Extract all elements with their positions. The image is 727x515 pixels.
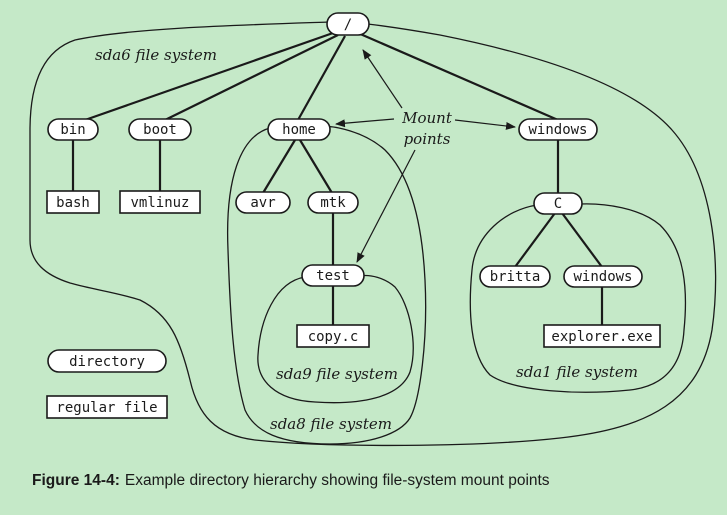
legend-regular-file-label: regular file	[56, 400, 157, 416]
legend-directory-label: directory	[69, 354, 145, 370]
file-vmlinuz-label: vmlinuz	[130, 195, 189, 211]
directory-boot: boot	[128, 118, 192, 141]
directory-test: test	[301, 264, 365, 287]
directory-mtk: mtk	[307, 191, 359, 214]
edge-root-bin	[84, 31, 334, 122]
file-bash-label: bash	[56, 195, 90, 211]
legend-regular-file: regular file	[46, 395, 168, 419]
directory-windows: windows	[518, 118, 598, 141]
edge-root-home	[297, 35, 346, 121]
edge-root-windows	[357, 31, 559, 122]
arrow-to-root	[362, 49, 403, 109]
sda9-label: sda9 file system	[276, 365, 398, 383]
directory-britta: britta	[479, 265, 551, 288]
file-explorer-exe-label: explorer.exe	[551, 329, 652, 345]
directory-c-label: C	[554, 196, 562, 212]
directory-boot-label: boot	[143, 122, 177, 138]
arrow-to-windows	[454, 119, 516, 130]
directory-bin-label: bin	[60, 122, 85, 138]
directory-windows-sub: windows	[563, 265, 643, 288]
mount-points-line2: points	[404, 130, 451, 148]
edge-c-britta	[514, 212, 556, 268]
edge-c-windows	[561, 212, 603, 268]
mount-point-arrows	[335, 49, 516, 263]
sda1-label: sda1 file system	[516, 363, 638, 381]
directory-windows-sub-label: windows	[573, 269, 632, 285]
mount-points-line1: Mount	[401, 109, 453, 127]
file-copy-c-label: copy.c	[308, 329, 359, 345]
legend-directory: directory	[47, 349, 167, 373]
sda8-boundary	[226, 125, 427, 445]
sda9-boundary	[257, 274, 414, 404]
directory-britta-label: britta	[490, 269, 541, 285]
tree-edges	[71, 31, 604, 326]
edge-home-mtk	[299, 139, 333, 194]
arrow-to-home	[335, 118, 395, 128]
directory-home: home	[267, 118, 331, 141]
file-vmlinuz: vmlinuz	[119, 190, 201, 214]
file-copy-c: copy.c	[296, 324, 370, 348]
caption-label: Figure 14-4:	[32, 472, 120, 489]
directory-bin: bin	[47, 118, 99, 141]
directory-avr-label: avr	[250, 195, 275, 211]
directory-mtk-label: mtk	[320, 195, 346, 211]
figure-caption: Figure 14-4: Example directory hierarchy …	[32, 472, 550, 489]
directory-home-label: home	[282, 122, 316, 138]
edge-home-avr	[262, 139, 296, 194]
directory-test-label: test	[316, 268, 350, 284]
directory-root: /	[326, 12, 370, 36]
sda8-label: sda8 file system	[270, 415, 392, 433]
directory-windows-label: windows	[528, 122, 587, 138]
directory-avr: avr	[235, 191, 291, 214]
sda6-label: sda6 file system	[95, 46, 217, 64]
arrow-to-test	[356, 149, 416, 263]
sda1-boundary	[469, 203, 687, 393]
directory-c: C	[533, 192, 583, 215]
file-bash: bash	[46, 190, 100, 214]
caption-text: Example directory hierarchy showing file…	[125, 472, 550, 489]
sda6-boundary	[29, 21, 717, 447]
edge-root-boot	[164, 34, 339, 121]
file-explorer-exe: explorer.exe	[543, 324, 661, 348]
directory-root-label: /	[344, 17, 352, 33]
